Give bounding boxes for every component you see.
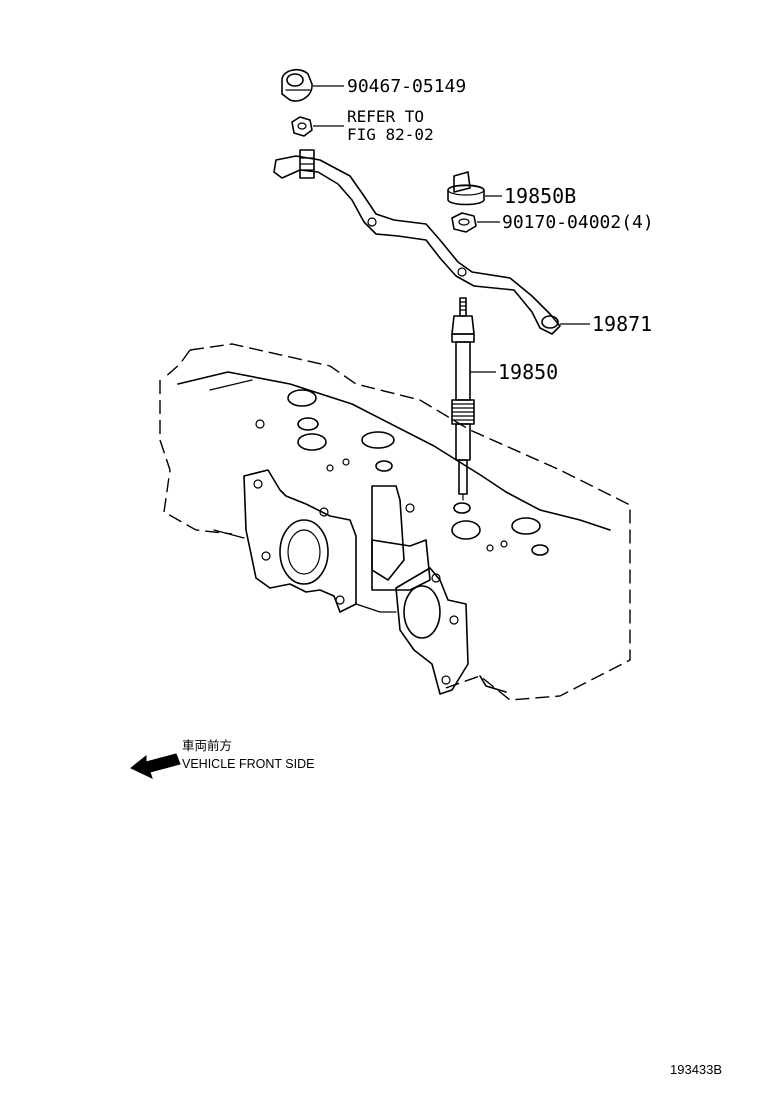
illustration-id: 193433B bbox=[670, 1062, 722, 1077]
nut-top-icon bbox=[281, 68, 313, 102]
callout-refer-line1: REFER TO bbox=[347, 107, 424, 126]
cylinder-head-icon bbox=[159, 343, 631, 701]
front-label-japanese: 車両前方 bbox=[182, 738, 232, 753]
glow-plug-connector-icon bbox=[273, 149, 561, 335]
left-arrow-icon bbox=[130, 753, 181, 779]
callout-nut-top: 90467-05149 bbox=[347, 76, 466, 97]
front-label-english: VEHICLE FRONT SIDE bbox=[182, 757, 314, 771]
glow-plug-icon bbox=[451, 297, 475, 501]
callout-refer-line2: FIG 82-02 bbox=[347, 125, 434, 144]
sub-assy-terminal-icon bbox=[447, 171, 485, 206]
callout-sub-assy: 19850B bbox=[504, 184, 576, 208]
callout-nut-small: 90170-04002(4) bbox=[502, 212, 654, 233]
nut-refer-icon bbox=[291, 116, 313, 137]
nut-small-icon bbox=[451, 212, 477, 233]
callout-connector: 19871 bbox=[592, 312, 652, 336]
callout-glow-plug: 19850 bbox=[498, 360, 558, 384]
